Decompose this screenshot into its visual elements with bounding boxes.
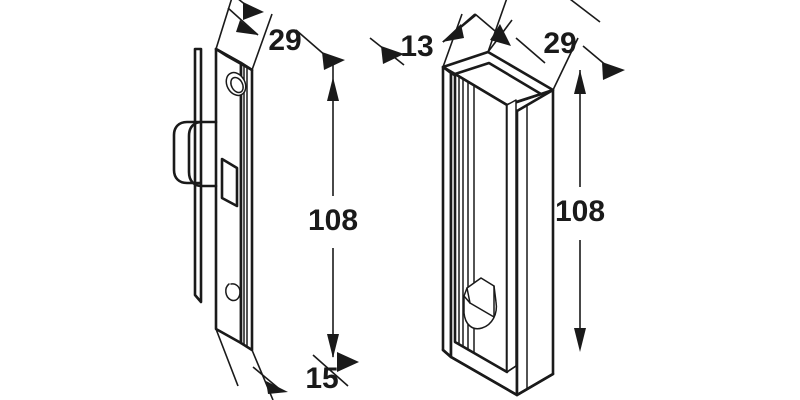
dimension-label-left-height-108: 108 [308,204,358,237]
dimension-right-height-108: 108 [555,70,605,352]
arrow-head-left-depth-end [322,52,345,70]
strike-plate-mounting-tab [172,47,203,304]
arrow-head-right-top-inner [490,24,511,46]
dimension-label-right-width-13: 13 [400,30,433,63]
arrow-head-right-depth-end [602,62,625,80]
dimension-right-width-13: 13 [369,0,508,68]
housing-finger-pull-lug [463,277,498,330]
housing-inner-channel-right-wall [506,99,517,373]
arrow-head-left-depth-start [236,20,258,35]
dimension-left-height-108: 108 [308,77,358,358]
dimension-top-cropped-leaders [238,0,601,23]
dimension-label-right-height-108: 108 [555,195,605,228]
strike-plate-screw-hole-top [225,71,247,97]
housing-bottom-edge [441,348,555,397]
housing-inner-bottom-ledge [454,341,517,373]
arrow-head-left-height-top [327,77,339,101]
arrow-head-right-height-bottom [574,328,586,352]
housing-right-side-face [515,88,555,397]
dimension-label-left-depth-29: 29 [268,24,301,57]
dimension-left-depth-29: 29 [215,0,345,71]
part-flush-pull-housing [441,50,555,397]
dimension-right-top-vertex-lines [442,13,513,53]
arrow-head-right-height-top [574,70,586,94]
dimension-label-right-depth-29: 29 [543,27,576,60]
dimension-label-left-width-15: 15 [305,362,338,395]
arrow-head-right-width-start [381,46,404,64]
strike-plate-screw-hole-bottom [225,283,241,302]
arrow-head-left-width-start [266,381,288,394]
arrow-head-left-width-end [337,352,359,372]
part-strike-plate [172,47,254,352]
dimension-right-depth-29: 29 [515,27,625,91]
strike-plate-tab-profile [187,120,218,188]
dimension-left-width-15: 15 [215,328,359,400]
strike-plate-latch-cutout [220,157,239,208]
